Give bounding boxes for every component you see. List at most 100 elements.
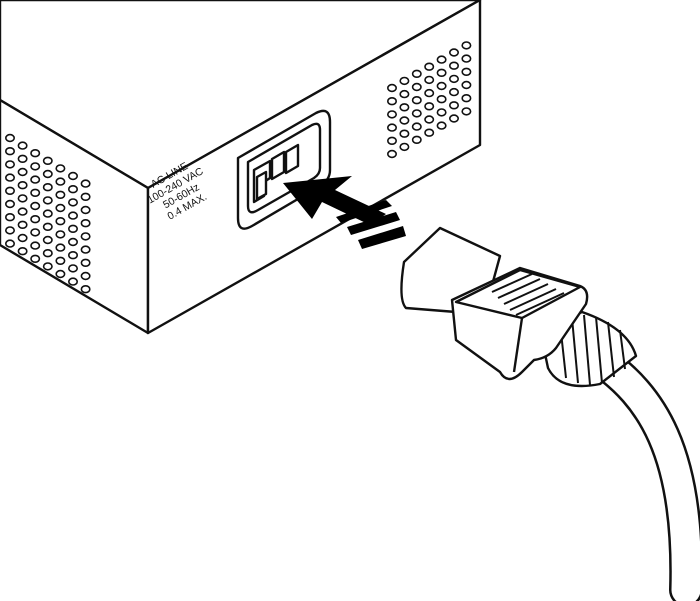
vent-hole [386, 136, 397, 146]
ac-power-inlet[interactable] [236, 109, 332, 230]
vent-hole [436, 55, 447, 64]
vent-hole-grid-icon [386, 41, 472, 159]
vent-hole [68, 264, 79, 273]
motion-stripe-3 [358, 226, 406, 249]
vent-hole [461, 67, 472, 77]
vent-hole [399, 116, 410, 125]
vent-hole [80, 245, 91, 254]
vent-hole [68, 237, 79, 247]
vent-hole [461, 41, 472, 50]
vent-hole [436, 94, 447, 104]
motion-stripe-1 [336, 200, 392, 223]
vent-hole [68, 251, 79, 260]
vent-hole [68, 224, 79, 234]
vent-hole [5, 186, 15, 196]
vent-hole [42, 222, 53, 232]
inlet-pin-left [270, 150, 286, 181]
vent-hole [411, 95, 422, 105]
vent-hole [448, 87, 459, 97]
vent-hole [436, 81, 447, 91]
vent-hole [80, 232, 91, 241]
vent-hole [30, 149, 41, 158]
vent-hole [55, 177, 66, 186]
vent-hole [17, 154, 28, 164]
vent-hole [448, 48, 459, 57]
vent-hole-grid-icon [5, 133, 91, 294]
vent-hole [461, 93, 472, 103]
vent-hole [17, 141, 28, 150]
vent-hole [80, 258, 91, 267]
vent-hole [55, 269, 66, 279]
vent-hole [436, 108, 447, 117]
inlet-pin-center [284, 143, 300, 175]
vent-hole [55, 164, 66, 173]
vent-hole [30, 175, 41, 184]
vent-hole [461, 54, 472, 63]
vent-hole [411, 69, 422, 79]
vent-hole [5, 213, 15, 222]
vent-hole [68, 185, 79, 194]
vent-hole [436, 68, 447, 78]
vent-hole [17, 181, 28, 190]
vent-hole [399, 142, 410, 152]
vent-hole [448, 101, 459, 110]
vent-hole [17, 247, 28, 256]
vent-hole [17, 207, 28, 216]
vent-hole [5, 133, 15, 143]
vent-hole [411, 109, 422, 118]
vent-hole [42, 196, 53, 205]
vent-hole [5, 199, 15, 209]
vent-hole [42, 249, 53, 258]
vent-hole [42, 183, 53, 192]
vent-hole [424, 128, 435, 137]
vent-hole [411, 135, 422, 145]
vent-hole [80, 179, 91, 188]
vent-hole [80, 205, 91, 215]
cord-cable-fill [585, 345, 700, 601]
vent-hole [55, 256, 66, 265]
vent-hole [17, 194, 28, 203]
vent-hole [30, 254, 41, 263]
vent-hole [30, 201, 41, 211]
vent-hole [55, 190, 66, 200]
plug-face-edge [512, 317, 524, 373]
vent-hole [424, 88, 435, 98]
power-cord [583, 343, 700, 601]
vent-hole [436, 121, 447, 130]
vent-hole [424, 75, 435, 85]
vent-hole [424, 115, 435, 124]
vent-hole [411, 82, 422, 92]
vent-hole [5, 226, 15, 235]
vent-hole [448, 74, 459, 84]
vent-hole [17, 220, 28, 230]
vent-hole [55, 217, 66, 226]
vent-hole [399, 103, 410, 112]
vent-hole [30, 228, 41, 237]
vent-hole [42, 262, 53, 271]
insert-arrow-icon [283, 176, 406, 249]
vent-hole [424, 62, 435, 71]
iec-connector-plug[interactable] [400, 226, 589, 381]
vent-hole [55, 243, 66, 252]
vent-hole [399, 89, 410, 99]
vent-hole [30, 162, 41, 171]
plug-grip-top [454, 268, 582, 320]
vent-hole [42, 209, 53, 218]
vent-hole [5, 160, 15, 169]
vent-hole [399, 129, 410, 138]
vent-hole [386, 110, 397, 119]
vent-hole [461, 107, 472, 116]
vent-hole [17, 233, 28, 243]
vent-hole [30, 241, 41, 250]
vent-hole [42, 156, 53, 166]
vent-hole [461, 80, 472, 90]
vent-hole [80, 192, 91, 202]
vent-hole [448, 114, 459, 123]
inlet-pin-right [255, 170, 268, 201]
vent-hole [80, 219, 91, 228]
vent-hole [5, 173, 15, 182]
vent-hole [55, 230, 66, 239]
plug-grip-ribs [491, 273, 565, 316]
vent-hole [30, 215, 41, 224]
